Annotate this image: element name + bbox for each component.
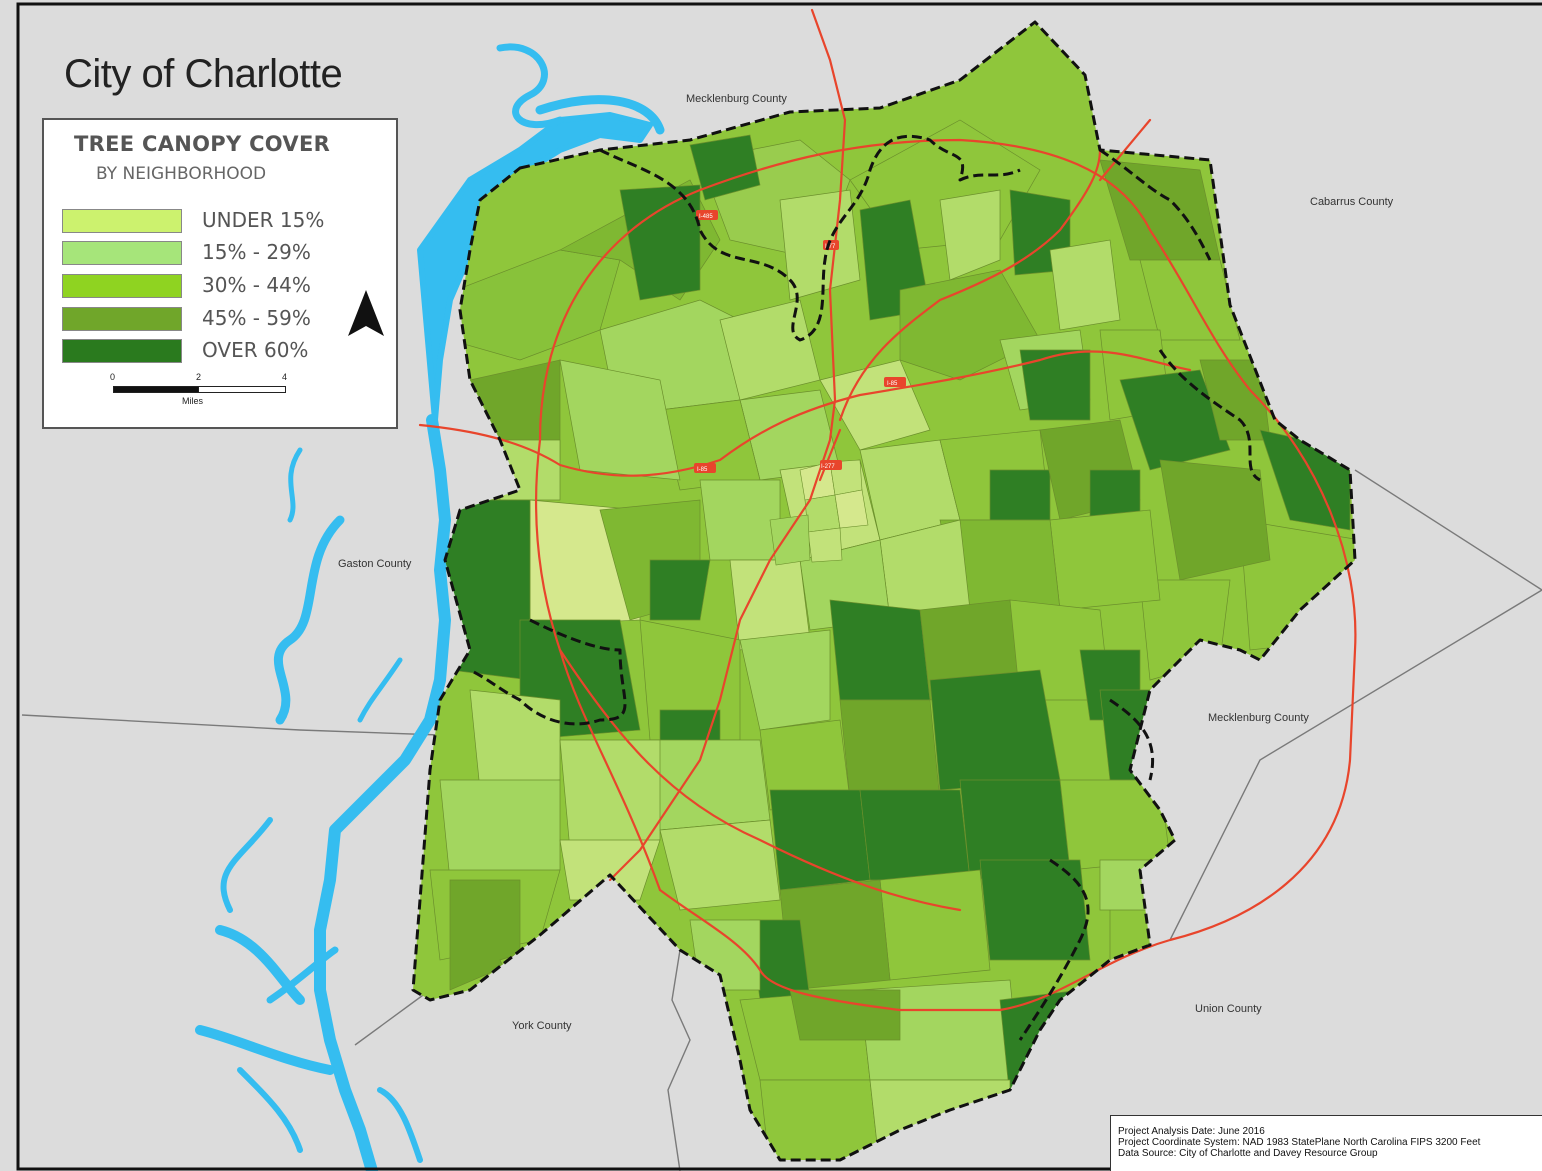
legend-swatch bbox=[62, 307, 182, 331]
scale-segment bbox=[198, 386, 286, 393]
legend-label: 15% - 29% bbox=[202, 240, 311, 264]
scale-tick-label: 0 bbox=[110, 372, 116, 382]
data-source: Data Source: City of Charlotte and Davey… bbox=[1118, 1148, 1378, 1159]
legend-label: 45% - 59% bbox=[202, 306, 311, 330]
legend-label: 30% - 44% bbox=[202, 273, 311, 297]
legend-swatch bbox=[62, 339, 182, 363]
road-shields: I-485 I-77 I-85 I-85 I-277 bbox=[694, 210, 906, 473]
legend-title: TREE CANOPY COVER bbox=[74, 132, 331, 156]
road-label-i277: I-277 bbox=[821, 464, 835, 470]
legend-item-45-59: 45% - 59% bbox=[62, 306, 362, 331]
legend-item-under-15: UNDER 15% bbox=[62, 208, 362, 233]
city-boundary bbox=[411, 20, 1357, 1162]
analysis-date: Project Analysis Date: June 2016 bbox=[1118, 1126, 1265, 1137]
scale-units: Miles bbox=[182, 396, 204, 406]
road-label-i485-north: I-485 bbox=[699, 214, 713, 220]
highways bbox=[418, 8, 1357, 1012]
county-label-union: Union County bbox=[1195, 1003, 1262, 1015]
legend-item-30-44: 30% - 44% bbox=[62, 273, 362, 298]
scale-tick-label: 2 bbox=[196, 372, 202, 382]
legend-panel: TREE CANOPY COVER BY NEIGHBORHOOD UNDER … bbox=[42, 118, 398, 429]
road-label-i85-east: I-85 bbox=[887, 381, 898, 387]
lake-wylie-water bbox=[195, 43, 665, 1171]
coordinate-system: Project Coordinate System: NAD 1983 Stat… bbox=[1118, 1137, 1481, 1148]
scale-segment bbox=[113, 386, 199, 393]
scale-bar: 0 2 4 Miles bbox=[84, 372, 288, 422]
legend-swatch bbox=[62, 274, 182, 298]
map-title: City of Charlotte bbox=[64, 52, 343, 96]
legend-item-15-29: 15% - 29% bbox=[62, 240, 362, 265]
county-label-york: York County bbox=[512, 1020, 572, 1032]
legend-swatch bbox=[62, 209, 182, 233]
legend-label: UNDER 15% bbox=[202, 208, 325, 232]
metadata-box: Project Analysis Date: June 2016 Project… bbox=[1110, 1115, 1542, 1171]
north-arrow-icon bbox=[348, 290, 384, 336]
scale-tick-label: 4 bbox=[282, 372, 288, 382]
road-label-i77: I-77 bbox=[825, 244, 836, 250]
county-label-cabarrus: Cabarrus County bbox=[1310, 196, 1394, 208]
road-label-i85-west: I-85 bbox=[697, 467, 708, 473]
legend-item-over-60: OVER 60% bbox=[62, 338, 362, 363]
legend-subtitle: BY NEIGHBORHOOD bbox=[96, 164, 267, 184]
map-border bbox=[16, 2, 1542, 1171]
county-label-mecklenburg-north: Mecklenburg County bbox=[686, 93, 787, 105]
legend-label: OVER 60% bbox=[202, 338, 309, 362]
uptown-small-tracts bbox=[769, 459, 869, 566]
legend-swatch bbox=[62, 241, 182, 265]
county-label-gaston: Gaston County bbox=[338, 558, 412, 570]
county-label-mecklenburg-east: Mecklenburg County bbox=[1208, 712, 1309, 724]
